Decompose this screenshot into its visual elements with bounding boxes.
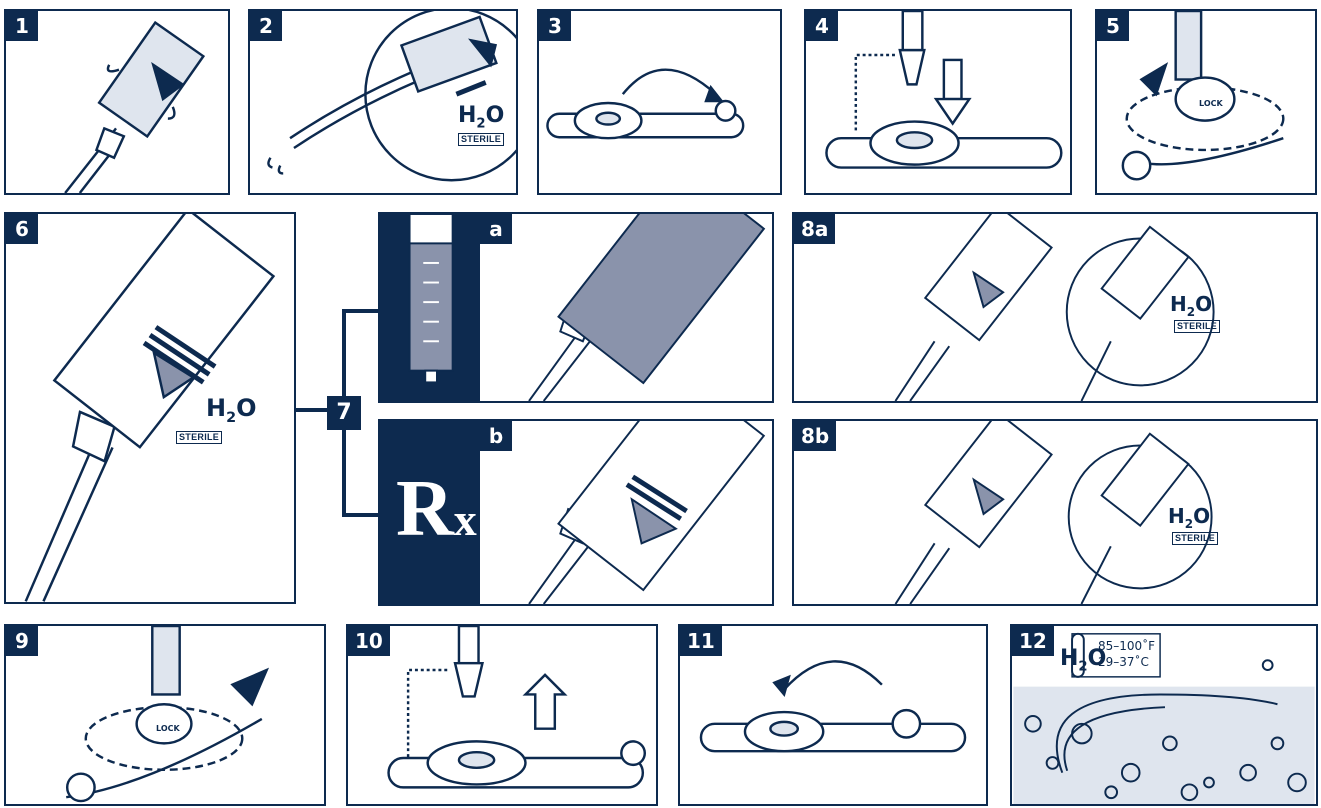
step-10-panel: 10 [346, 624, 658, 806]
water-h: H [1170, 292, 1187, 316]
step-number: 4 [806, 11, 838, 41]
water-o: O [486, 103, 505, 128]
remove-extension-illustration [348, 626, 656, 804]
lock-label: LOCK [156, 724, 180, 733]
water-h: H [458, 103, 476, 128]
step-number: 11 [680, 626, 722, 656]
water-o: O [1195, 292, 1212, 316]
water-sub: 2 [226, 410, 236, 426]
insert-extension-illustration [806, 11, 1070, 193]
step-number: 8a [794, 214, 835, 244]
water-sub: 2 [1187, 305, 1195, 319]
sterile-label: STERILE [1172, 532, 1218, 545]
step-8a-panel: H2O STERILE 8a [792, 212, 1318, 403]
step-number: 8b [794, 421, 836, 451]
water-h: H [206, 394, 226, 422]
step-label: a [480, 214, 512, 244]
step-8b-panel: H2O STERILE 8b [792, 419, 1318, 606]
water-label: H2O [458, 103, 504, 131]
lock-label: LOCK [1199, 99, 1223, 108]
connect-syringe-8a-illustration [794, 214, 1316, 401]
water-label: H2O [1170, 292, 1212, 319]
step-number: 10 [348, 626, 390, 656]
water-o: O [236, 394, 256, 422]
step-7-badge: 7 [327, 396, 361, 430]
step-number: 3 [539, 11, 571, 41]
step-6-panel: H2O STERILE 6 [4, 212, 296, 604]
connector-line [342, 309, 380, 313]
step-number: 5 [1097, 11, 1129, 41]
water-label: H2O [1168, 504, 1210, 531]
water-sub: 2 [1185, 517, 1193, 531]
step-9-panel: LOCK 9 [4, 624, 326, 806]
step-number: 2 [250, 11, 282, 41]
sterile-label: STERILE [176, 431, 222, 444]
temperature-fahrenheit: 85–100˚F [1098, 638, 1155, 654]
step-7a-panel: a [378, 212, 774, 403]
step-number: 12 [1012, 626, 1054, 656]
filled-syringe-illustration [380, 214, 772, 401]
prescription-syringe-illustration [380, 421, 772, 604]
step-12-panel: H2O 85–100˚F 29–37˚C 12 [1010, 624, 1318, 806]
prime-extension-illustration [250, 11, 516, 193]
connector-line [296, 408, 327, 412]
water-sub: 2 [1078, 659, 1087, 674]
connect-syringe-8b-illustration [794, 421, 1316, 604]
water-label: H2O [206, 394, 257, 426]
step-7b-panel: Rx b [378, 419, 774, 606]
step-1-panel: 1 [4, 9, 230, 195]
sterile-label: STERILE [1174, 320, 1220, 333]
step-number: 9 [6, 626, 38, 656]
unlock-rotate-illustration [6, 626, 324, 804]
water-h: H [1168, 504, 1185, 528]
water-o: O [1193, 504, 1210, 528]
water-h: H [1060, 646, 1078, 671]
step-11-panel: 11 [678, 624, 988, 806]
temperature-range: 85–100˚F 29–37˚C [1098, 638, 1155, 670]
sterile-label: STERILE [458, 133, 504, 146]
soak-in-water-illustration [1012, 626, 1316, 804]
open-port-cover-illustration [539, 11, 780, 193]
step-number: 1 [6, 11, 38, 41]
water-sub: 2 [476, 116, 485, 131]
step-number: 6 [6, 214, 38, 244]
step-5-panel: LOCK 5 [1095, 9, 1317, 195]
connector-line [342, 513, 380, 517]
close-port-cover-illustration [680, 626, 986, 804]
step-4-panel: 4 [804, 9, 1072, 195]
syringe-connect-illustration [6, 11, 228, 193]
step-label: b [480, 421, 512, 451]
step-3-panel: 3 [537, 9, 782, 195]
temperature-celsius: 29–37˚C [1098, 654, 1155, 670]
step-2-panel: H2O STERILE 2 [248, 9, 518, 195]
